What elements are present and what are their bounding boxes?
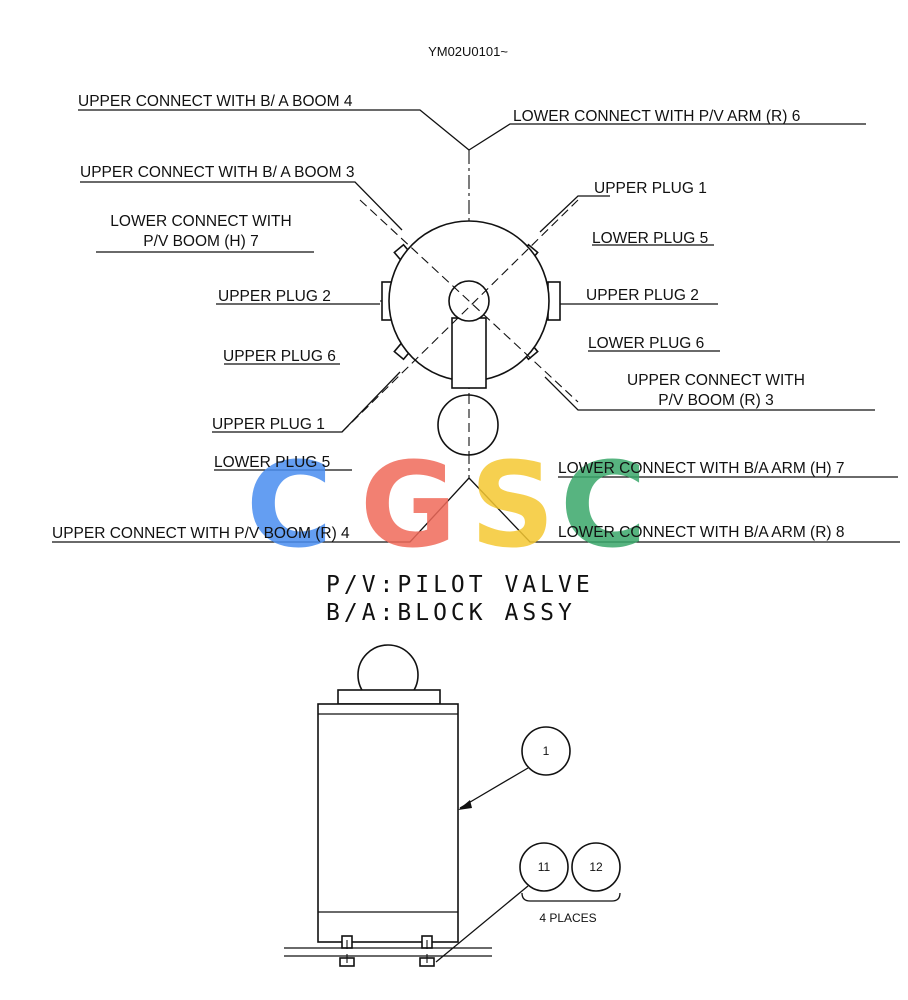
label-upper-connect-ba-boom-3: UPPER CONNECT WITH B/ A BOOM 3: [80, 164, 354, 181]
label-upper-connect-pv-boom-r-4: UPPER CONNECT WITH P/V BOOM (R) 4: [52, 525, 350, 542]
label-upper-plug-2-left: UPPER PLUG 2: [218, 288, 331, 305]
callout-label-12: 12: [589, 860, 603, 874]
label-upper-connect-ba-boom-4: UPPER CONNECT WITH B/ A BOOM 4: [78, 93, 353, 110]
label-lower-connect-ba-arm-h-7: LOWER CONNECT WITH B/A ARM (H) 7: [558, 460, 845, 477]
leader-lower-arm-6: [468, 123, 866, 151]
valve-top-view: [341, 150, 579, 478]
leader-upper-boom-r-3: [544, 376, 875, 411]
label-upper-plug-1-bottom: UPPER PLUG 1: [212, 416, 325, 433]
connection-labels: UPPER CONNECT WITH B/ A BOOM 4 LOWER CON…: [52, 93, 845, 542]
leader-lower-arm-r-8: [468, 477, 900, 543]
side-top-cap: [337, 689, 441, 705]
leader-upper-plug-1-top: [539, 195, 610, 233]
watermark-letter-g: G: [360, 436, 457, 574]
label-lower-connect-pv-arm-r-6: LOWER CONNECT WITH P/V ARM (R) 6: [513, 108, 800, 125]
drawing-code: YM02U0101~: [428, 44, 508, 59]
watermark-letter-c2: C: [560, 436, 647, 574]
callout-arrow-1: [458, 800, 472, 810]
callout-circle-11: [519, 842, 569, 892]
leader-upper-boom-4: [78, 109, 470, 151]
leader-lines: [52, 109, 900, 543]
callout-brace: [521, 892, 621, 902]
cgsc-watermark: C G S C: [246, 436, 647, 574]
leader-upper-boom-r-4: [52, 477, 470, 543]
lever-stem: [451, 317, 487, 389]
callout-circle-1: [521, 726, 571, 776]
side-valve-body: [317, 703, 459, 943]
label-upper-plug-6: UPPER PLUG 6: [223, 348, 336, 365]
legend-block-assy: B/A:BLOCK ASSY: [326, 600, 576, 626]
label-upper-plug-1-top: UPPER PLUG 1: [594, 180, 707, 197]
leader-upper-boom-3: [80, 181, 403, 231]
label-lower-plug-6: LOWER PLUG 6: [588, 335, 704, 352]
lever-knob: [437, 394, 499, 456]
places-note: 4 PLACES: [539, 911, 596, 925]
diagonal-line-a: [359, 199, 579, 403]
label-upper-connect-pv-boom-r-3-line1: UPPER CONNECT WITH: [627, 372, 805, 389]
label-upper-connect-pv-boom-r-3-line2: P/V BOOM (R) 3: [658, 392, 773, 409]
leader-upper-plug-1-bottom: [212, 371, 401, 433]
callout-circle-12: [571, 842, 621, 892]
watermark-letter-c1: C: [246, 436, 333, 574]
label-lower-connect-ba-arm-r-8: LOWER CONNECT WITH B/A ARM (R) 8: [558, 524, 845, 541]
legend-pilot-valve: P/V:PILOT VALVE: [326, 572, 594, 598]
callout-leader-11-12: [435, 885, 529, 963]
label-lower-plug-5-right: LOWER PLUG 5: [592, 230, 708, 247]
valve-side-view: 1 11 12 4 PLACES: [284, 644, 621, 968]
callout-leader-1: [459, 767, 529, 809]
watermark-letter-s: S: [470, 436, 555, 574]
label-upper-plug-2-right: UPPER PLUG 2: [586, 287, 699, 304]
callout-label-11: 11: [538, 860, 551, 874]
label-lower-connect-pv-boom-h-7-line2: P/V BOOM (H) 7: [143, 233, 258, 250]
callout-label-1: 1: [543, 744, 550, 758]
label-lower-connect-pv-boom-h-7-line1: LOWER CONNECT WITH: [110, 213, 291, 230]
abbreviation-legend: P/V:PILOT VALVE B/A:BLOCK ASSY: [326, 572, 594, 626]
label-lower-plug-5-left: LOWER PLUG 5: [214, 454, 330, 471]
